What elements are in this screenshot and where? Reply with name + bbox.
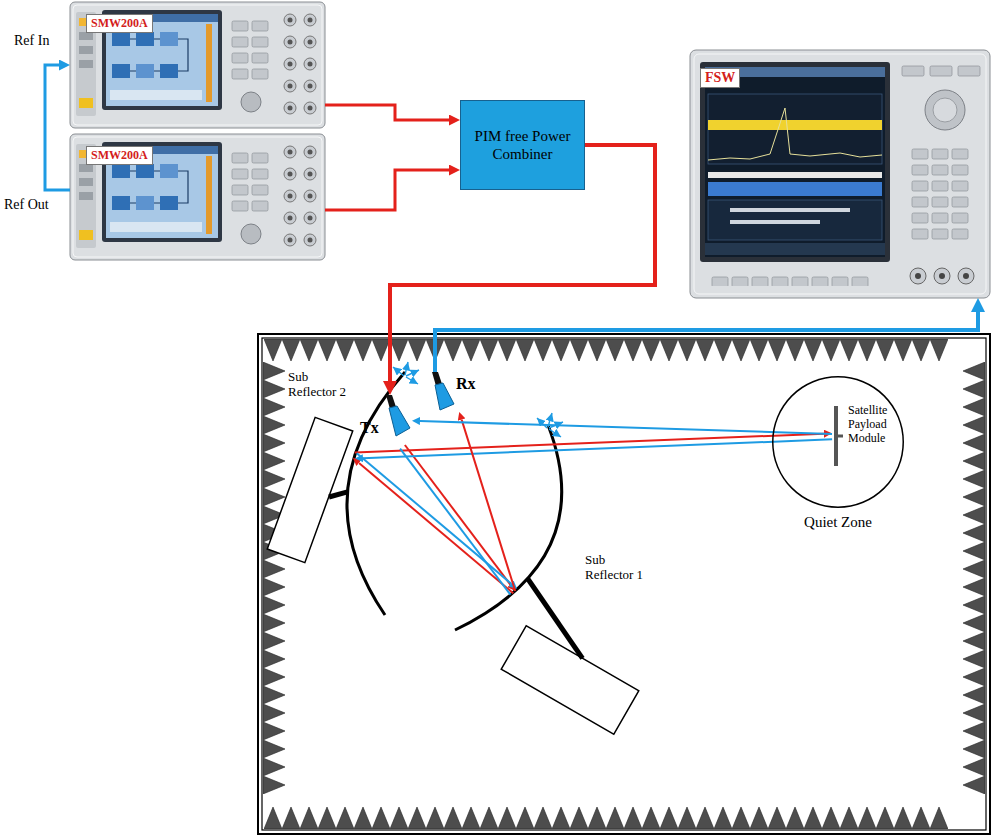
reference-cable [45,65,70,190]
zone-label: Quiet Zone [756,514,920,531]
antenna-label-box: Tx [360,419,379,437]
payload-module: Satellite Payload Module [832,400,900,470]
payload-label-box: Satellite Payload Module [848,404,900,445]
signal-generator-art [70,2,325,128]
instrument-label: FSW [705,70,735,86]
rx-horn: Rx [428,372,478,412]
instrument-label-box: FSW [700,68,740,88]
instrument-label-box: SMW200A [86,146,153,165]
instrument-label: SMW200A [91,16,148,31]
pim-ray [400,449,510,595]
zone-label-box: Quiet Zone [756,514,920,531]
pim-ray [420,421,832,434]
sub-reflector: Sub Reflector 1 [450,418,655,738]
tx-horn: Tx [360,395,412,445]
signal-generator: SMW200A [70,134,325,260]
anechoic-chamber [258,334,990,834]
sub-reflector-art [267,372,405,615]
sub-reflector: Sub Reflector 2 [260,364,412,622]
rf-cable [325,170,449,210]
port-label-box: Ref Out [4,197,49,213]
reflector-label: Sub Reflector 1 [585,553,651,583]
instrument-label: SMW200A [91,148,148,163]
quiet-zone: Quiet ZoneSatellite Payload Module [772,376,904,508]
horn-antenna-art [386,395,410,436]
port-label: Ref Out [4,197,49,213]
payload-label: Satellite Payload Module [848,404,900,445]
signal-generator: SMW200A [70,2,325,128]
signal-generator-art [70,134,325,260]
rf-cable [435,312,978,372]
horn-antenna-art [432,372,454,410]
reflector-label-box: Sub Reflector 1 [585,553,651,583]
combiner-label: PIM free Power Combiner [469,127,576,163]
instrument-label-box: SMW200A [86,14,153,33]
rf-cable [325,105,449,120]
port-label: Ref In [14,33,49,49]
antenna-label: Tx [360,419,379,437]
reflector-label: Sub Reflector 2 [288,370,354,400]
pim-ray [363,439,832,458]
spectrum-analyzer-art [690,50,990,298]
antenna-label: Rx [456,375,476,393]
port-label-box: Ref In [14,33,49,49]
payload-antenna-art [836,406,843,466]
antenna-label-box: Rx [456,375,476,393]
reflector-label-box: Sub Reflector 2 [288,370,354,400]
scatter-arrows [393,362,563,437]
spectrum-analyzer: FSW [690,50,990,298]
power-combiner: PIM free Power Combiner [460,100,585,190]
combiner-label-box: PIM free Power Combiner [469,127,576,163]
signal-ray [359,463,513,593]
